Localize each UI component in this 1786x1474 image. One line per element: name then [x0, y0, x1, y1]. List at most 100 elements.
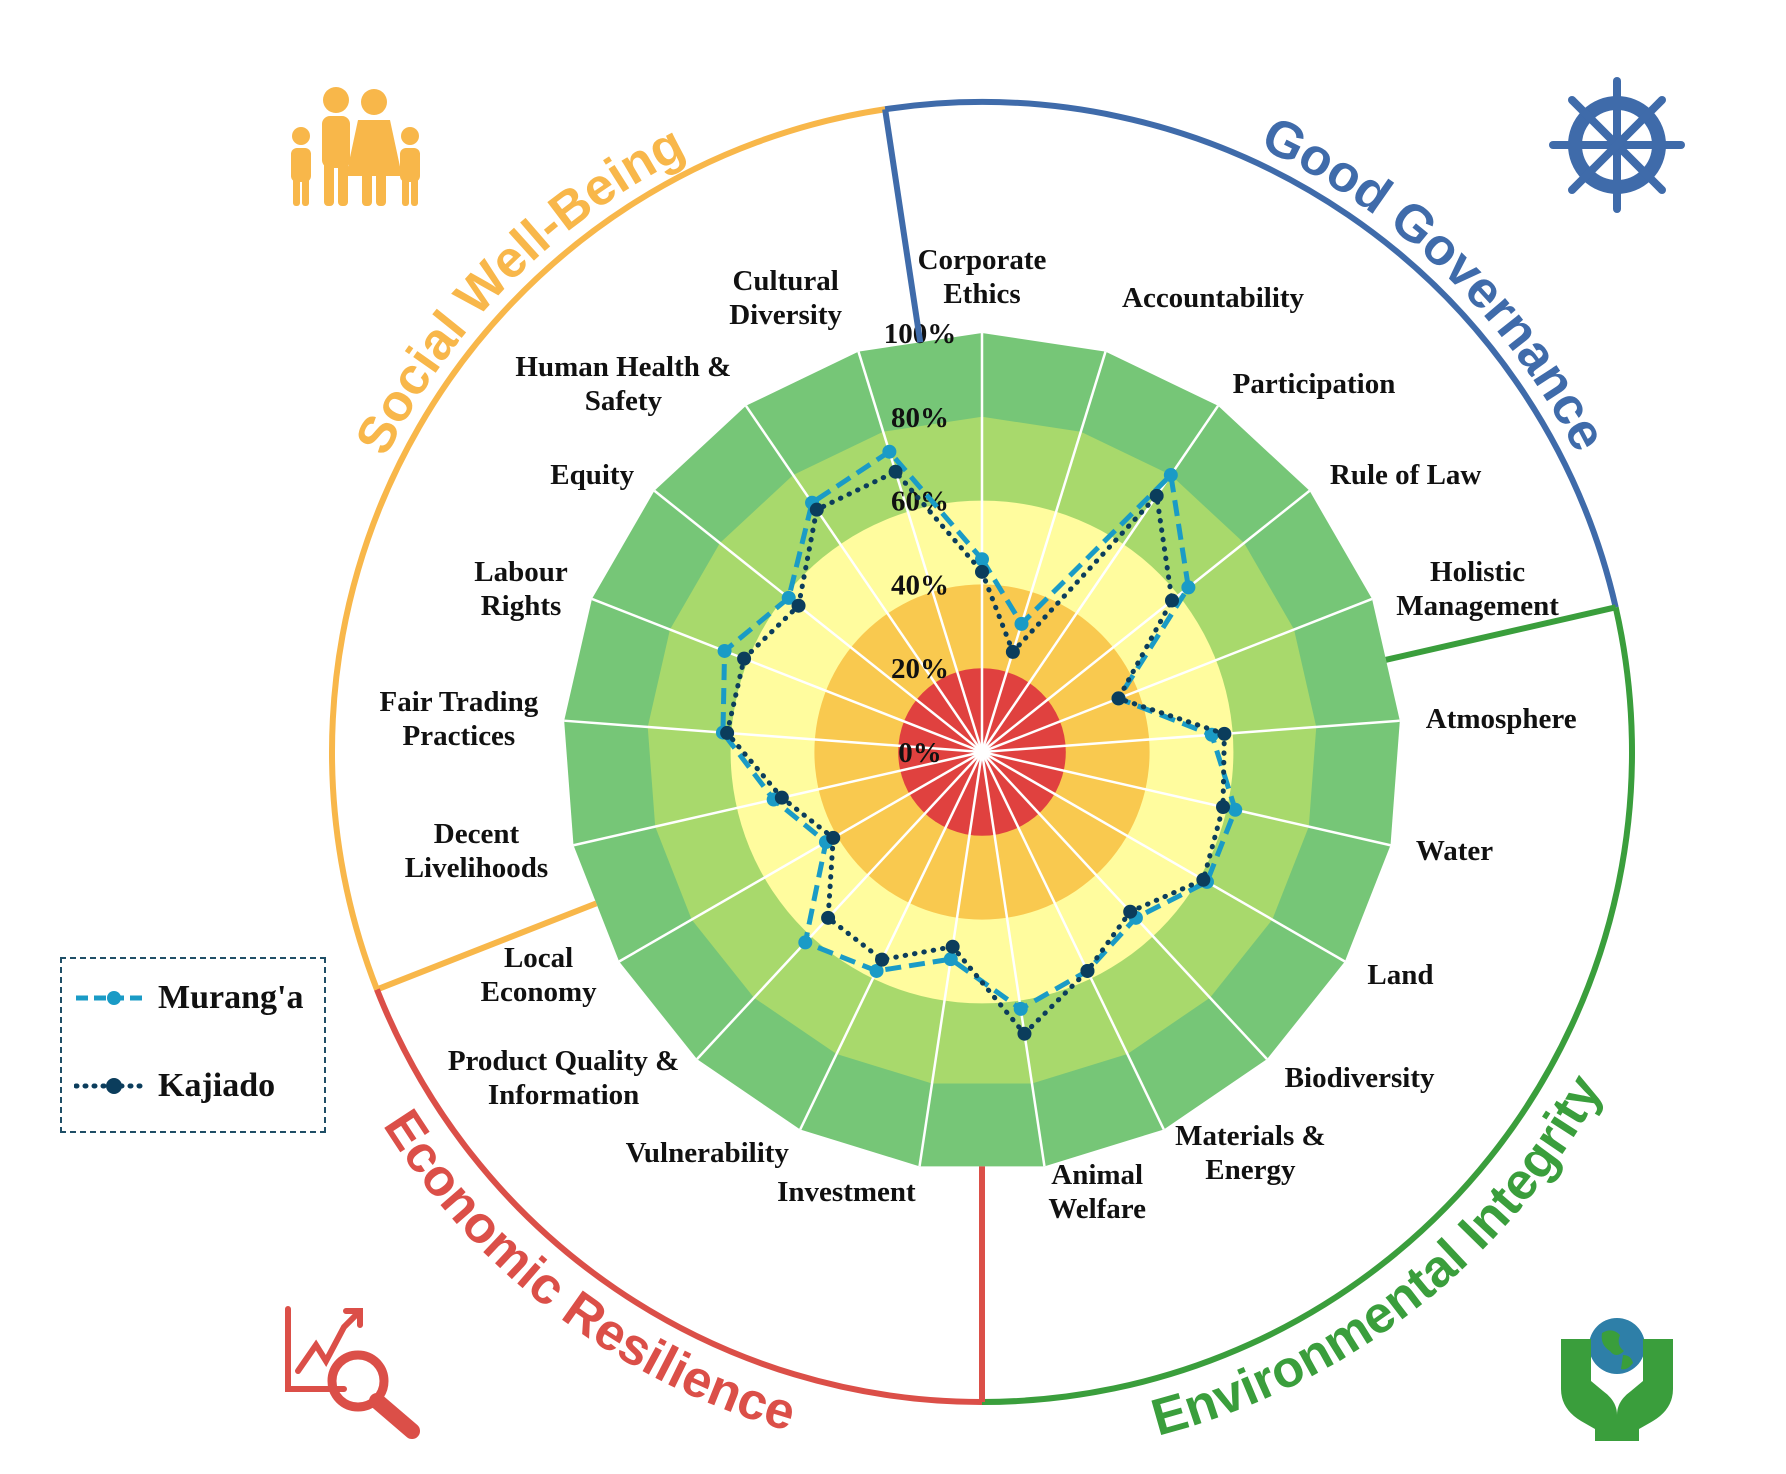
category-label-line: Vulnerability [625, 1136, 789, 1169]
series-line [724, 468, 1227, 1038]
sector-arc [981, 606, 1635, 1405]
family-icon [291, 87, 420, 206]
category-label-line: Accountability [1122, 282, 1305, 315]
category-label-line: Livelihoods [404, 852, 549, 885]
legend-item-muranga: Murang'a [74, 979, 303, 1017]
legend-swatch-kajiado [74, 1078, 150, 1094]
spokes [564, 333, 1400, 1167]
data-point [945, 939, 960, 954]
category-label-line: Rights [480, 590, 562, 623]
radial-tick-label: 20% [891, 653, 949, 685]
category-label-line: Product Quality & [447, 1045, 680, 1078]
data-point [1017, 1026, 1032, 1041]
data-point [1196, 872, 1211, 887]
radial-tick-label: 0% [898, 737, 942, 769]
category-label: Human Health &Safety [515, 350, 731, 418]
spoke [591, 597, 983, 754]
spoke [618, 750, 983, 963]
spoke [653, 489, 983, 753]
legend: Murang'a Kajiado [60, 957, 326, 1133]
category-label-line: Diversity [729, 299, 842, 332]
sector-arc [374, 988, 983, 1405]
category-label-line: Corporate [917, 244, 1047, 276]
category-label-line: Materials & [1175, 1119, 1326, 1152]
sector-divider [882, 108, 924, 343]
legend-label: Kajiado [158, 1067, 276, 1104]
category-label-line: Equity [550, 458, 635, 491]
data-point [975, 564, 989, 579]
spoke [799, 751, 984, 1131]
category-label-line: Safety [584, 385, 663, 418]
legend-label: Murang'a [158, 979, 304, 1016]
spoke [981, 750, 1391, 847]
category-label-line: Holistic [1430, 556, 1526, 589]
data-point [809, 502, 824, 517]
category-label: Rule of Law [1330, 458, 1481, 492]
data-point [1123, 904, 1138, 919]
spoke [980, 751, 1165, 1131]
data-point [875, 952, 890, 967]
sector-arc [884, 99, 1619, 609]
spoke [980, 751, 1046, 1167]
series-kajiado [720, 464, 1232, 1041]
data-point [1181, 580, 1196, 595]
category-label: Equity [550, 458, 634, 492]
category-label: Atmosphere [1426, 702, 1577, 736]
spoke [980, 351, 1107, 753]
data-point [1149, 488, 1164, 503]
spoke [696, 751, 983, 1060]
category-label: Accountability [1122, 281, 1304, 315]
sector-divider [375, 900, 598, 993]
chart-magnifier-icon [285, 1306, 420, 1439]
category-label-line: Ethics [943, 278, 1021, 310]
category-label: Product Quality &Information [448, 1044, 679, 1112]
legend-item-kajiado: Kajiado [74, 1067, 275, 1105]
radial-tick-label: 40% [891, 569, 949, 601]
category-label: Vulnerability [626, 1136, 789, 1170]
data-point [1013, 1001, 1028, 1016]
data-point [781, 590, 796, 605]
spoke [981, 750, 1346, 963]
data-point [1080, 963, 1095, 978]
category-label: Land [1367, 958, 1433, 992]
radial-tick-label: 80% [891, 402, 949, 434]
sector-divider [1385, 604, 1617, 663]
data-point [869, 963, 884, 978]
data-point [1163, 468, 1178, 483]
data-point [826, 830, 841, 845]
category-label: Participation [1233, 367, 1396, 401]
data-point [821, 910, 836, 925]
series-line [720, 448, 1238, 1012]
category-label: Materials &Energy [1175, 1119, 1326, 1187]
category-label-line: Rule of Law [1329, 458, 1482, 491]
data-point [1228, 802, 1243, 817]
category-label-line: Energy [1205, 1153, 1296, 1186]
data-point [717, 643, 732, 658]
category-label-line: Information [487, 1079, 640, 1112]
data-point [791, 598, 806, 613]
category-label-line: Fair Trading [379, 685, 539, 718]
data-point [882, 444, 897, 459]
category-label-line: Water [1415, 835, 1494, 868]
category-label-line: Land [1367, 958, 1434, 991]
category-label: Biodiversity [1285, 1061, 1435, 1095]
data-point [1217, 726, 1232, 741]
spoke [857, 351, 984, 753]
data-point [798, 935, 813, 950]
data-point [1111, 691, 1126, 706]
data-point [720, 725, 735, 740]
spoke [981, 751, 1268, 1060]
spoke [981, 489, 1311, 753]
category-label-line: Atmosphere [1425, 702, 1577, 735]
data-point [1005, 644, 1020, 659]
radial-tick-label: 60% [891, 486, 949, 518]
spoke [981, 719, 1400, 754]
category-label: Water [1416, 834, 1493, 868]
